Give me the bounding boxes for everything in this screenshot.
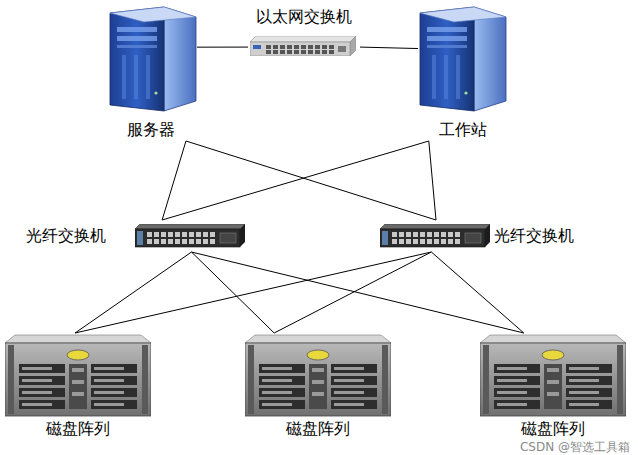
device-node: 服务器 [105,3,197,141]
device-node: 以太网交换机 [248,6,360,58]
fiber-switch-icon [135,224,245,247]
device-node: 光纤交换机 [378,220,610,252]
device-label: 工作站 [439,121,487,139]
device-node: 光纤交换机 [22,220,248,252]
workstation-icon [420,7,506,111]
watermark: CSDN @智选工具箱 [520,441,630,454]
cable-line [75,252,431,333]
cable-line [162,141,429,220]
cable-line [186,141,436,220]
cable-line [360,47,418,48]
device-node: 磁盘阵列 [480,333,626,439]
device-label: 磁盘阵列 [286,420,350,438]
device-label: 以太网交换机 [256,8,352,26]
device-node: 工作站 [418,3,508,141]
cable-line [192,252,275,333]
cable-line [162,141,186,220]
cable-line [75,252,191,333]
disk-array-icon [5,335,151,416]
device-label: 光纤交换机 [494,227,574,245]
cable-line [197,47,248,48]
cable-line [192,252,524,333]
disk-array-icon [480,335,626,416]
disk-array-icon [245,335,391,416]
device-node: 磁盘阵列 [245,333,391,439]
device-label: 光纤交换机 [26,227,106,245]
device-node: 磁盘阵列 [5,333,151,439]
device-label: 磁盘阵列 [521,420,585,438]
cable-line [274,252,431,333]
ethernet-switch-icon [250,36,356,56]
fiber-switch-icon [380,224,490,247]
device-label: 服务器 [127,121,175,139]
cable-line [431,252,523,333]
cable-line [429,141,436,220]
device-label: 磁盘阵列 [46,420,110,438]
server-icon [110,7,196,111]
